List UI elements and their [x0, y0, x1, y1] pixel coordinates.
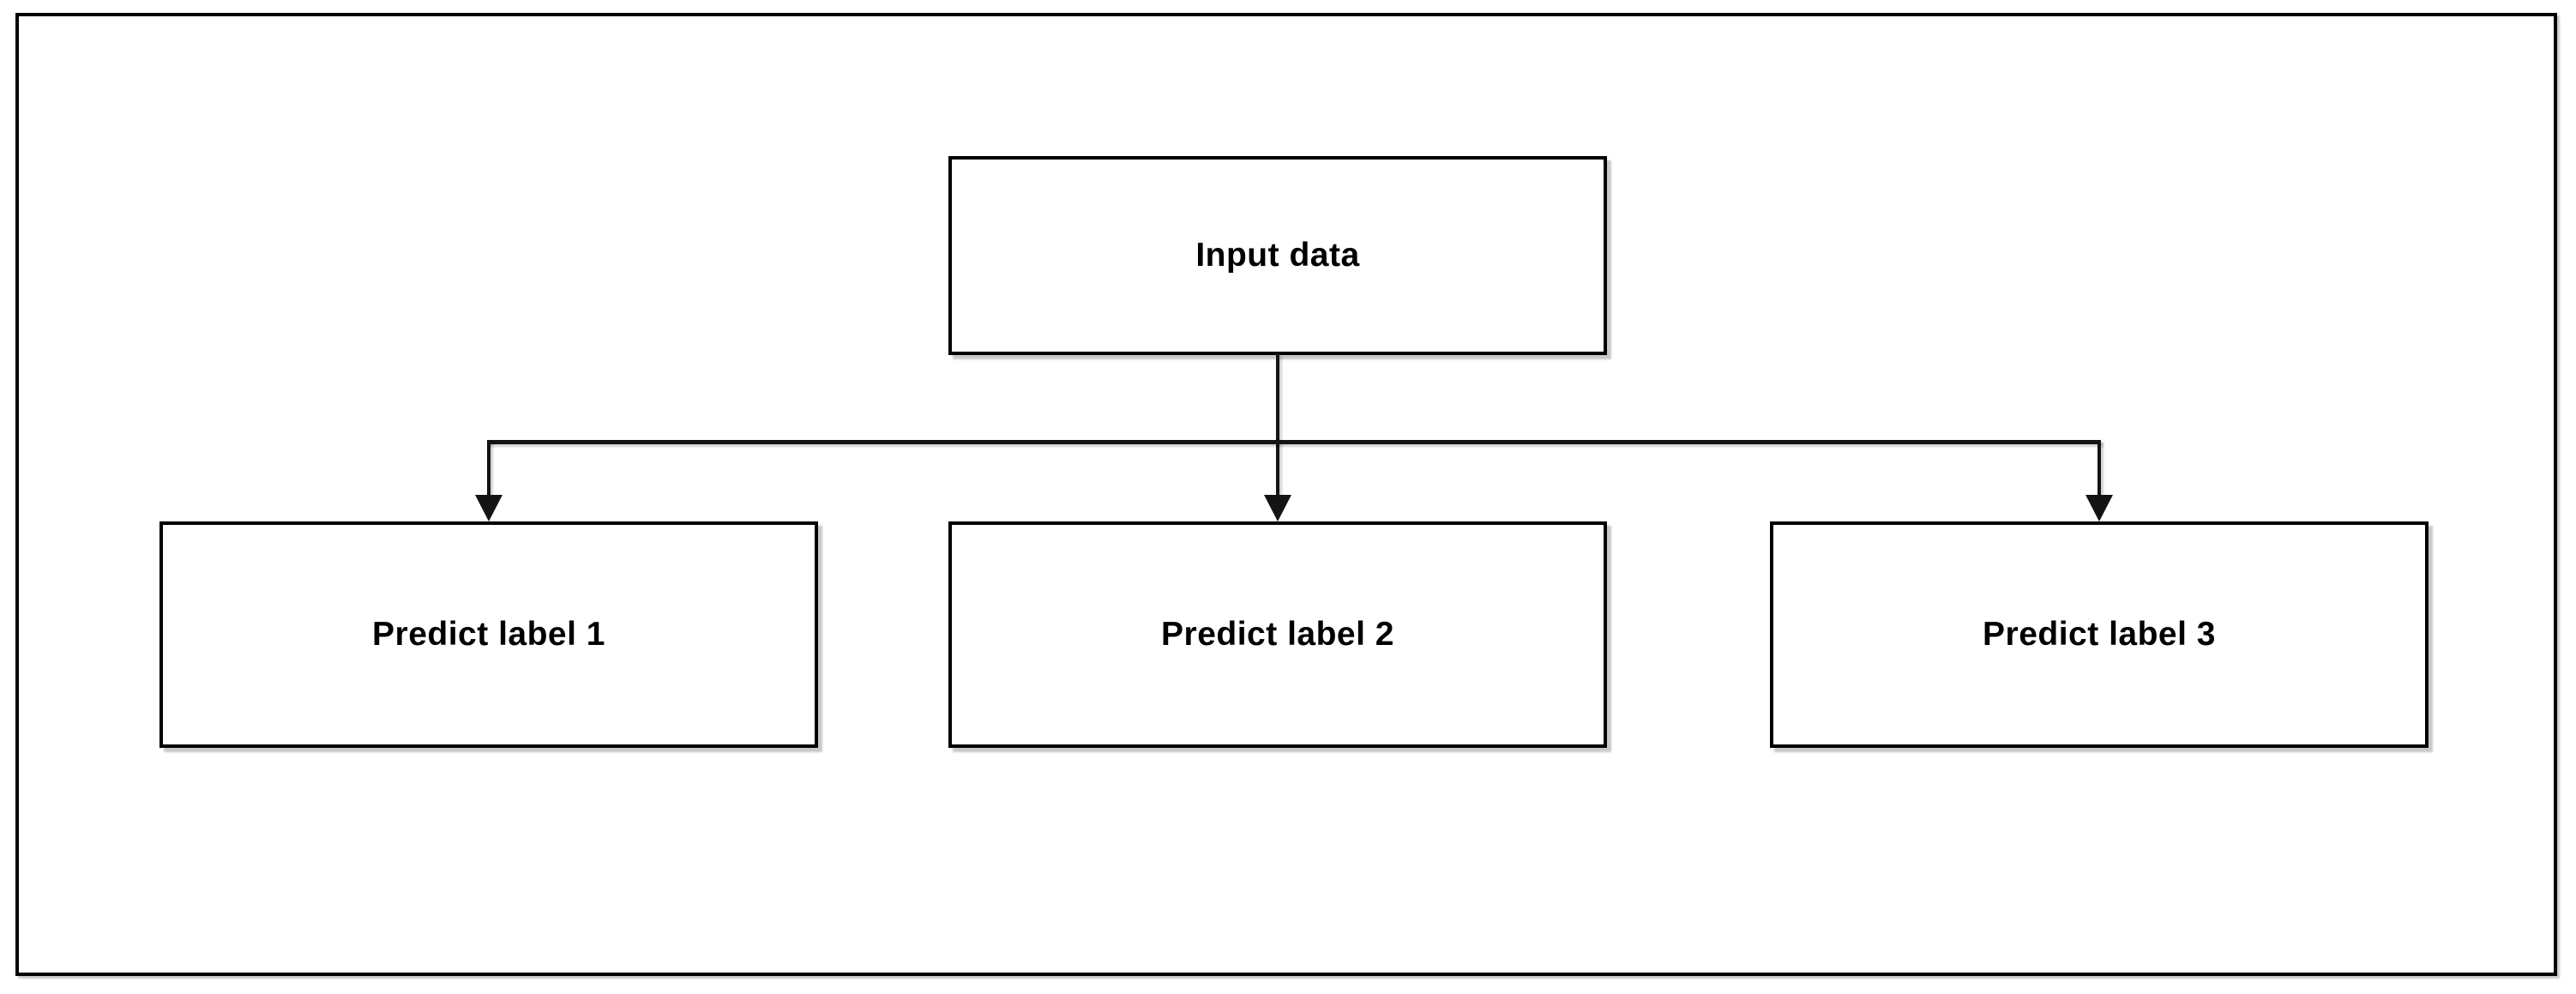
arrowhead-down-icon-predict-1: [475, 495, 503, 521]
node-predict-label-1: Predict label 1: [159, 521, 818, 748]
node-predict-label-2-label: Predict label 2: [1161, 616, 1394, 653]
arrowhead-down-icon-predict-3: [2085, 495, 2113, 521]
node-predict-label-3: Predict label 3: [1770, 521, 2429, 748]
node-input-data: Input data: [948, 156, 1607, 355]
edge-input-stem-line: [1276, 353, 1279, 496]
node-predict-label-2: Predict label 2: [948, 521, 1607, 748]
node-predict-label-1-label: Predict label 1: [372, 616, 605, 653]
edge-branch-horizontal-line: [487, 440, 2101, 444]
diagram-outer-frame: [15, 13, 2557, 976]
arrowhead-down-icon-predict-2: [1264, 495, 1291, 521]
node-predict-label-3-label: Predict label 3: [1983, 616, 2216, 653]
edge-right-drop-line: [2098, 440, 2101, 496]
edge-left-drop-line: [487, 440, 491, 496]
node-input-data-label: Input data: [1195, 237, 1360, 274]
